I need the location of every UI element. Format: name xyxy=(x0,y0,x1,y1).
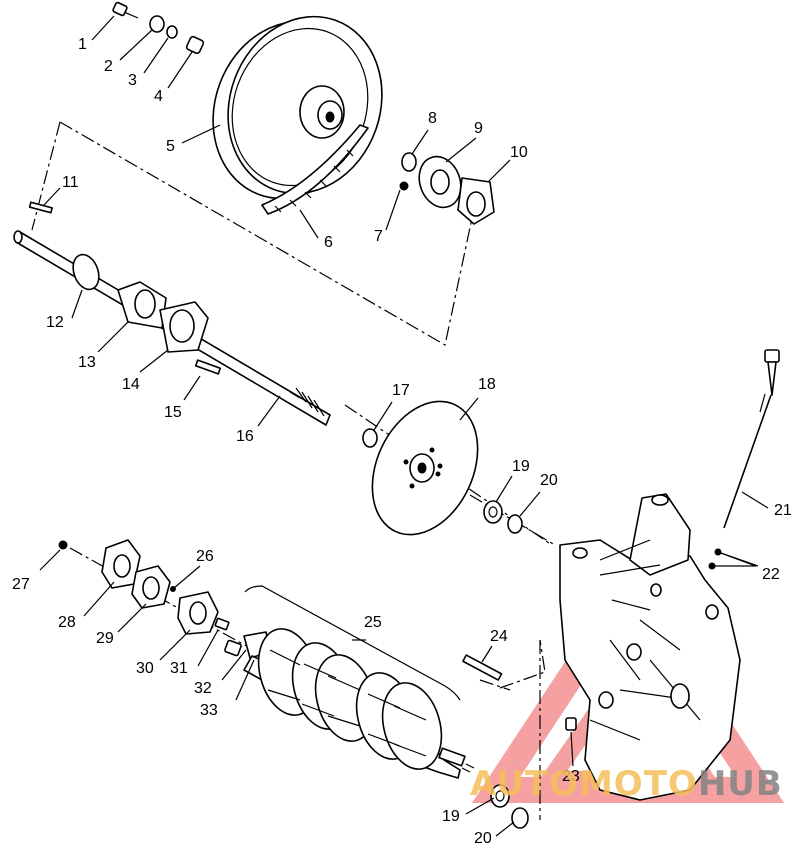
part-27-nut xyxy=(58,540,68,550)
callout-20-lower: 20 xyxy=(474,830,492,846)
part-14-bushing xyxy=(159,301,209,353)
callout-32: 32 xyxy=(194,680,212,697)
part-19-bearing-lower xyxy=(490,784,510,808)
part-23-fitting xyxy=(565,717,577,731)
part-17-snap-ring xyxy=(362,428,378,448)
callout-7: 7 xyxy=(374,228,383,245)
part-7-nut xyxy=(399,181,409,191)
part-10-flange xyxy=(457,177,495,225)
part-20-ring-lower xyxy=(511,807,529,829)
part-25-sprocket-assembly xyxy=(243,628,475,779)
callout-23: 23 xyxy=(562,768,580,785)
callout-3: 3 xyxy=(128,72,137,89)
callout-12: 12 xyxy=(46,314,64,331)
part-1-bolt xyxy=(112,1,139,19)
part-13-bearing-housing xyxy=(117,281,167,329)
callout-19-lower: 19 xyxy=(442,808,460,825)
part-9-bearing-plate xyxy=(418,155,462,209)
part-20-ring-upper xyxy=(507,514,523,534)
callout-21: 21 xyxy=(774,502,792,519)
callout-15: 15 xyxy=(164,404,182,421)
part-31-screw xyxy=(214,617,230,631)
part-29-plate xyxy=(131,565,171,609)
part-4-spacer xyxy=(185,35,205,55)
part-2-washer xyxy=(149,15,165,33)
callout-1: 1 xyxy=(78,36,87,53)
callout-8: 8 xyxy=(428,110,437,127)
callout-17: 17 xyxy=(392,382,410,399)
part-33-spacer xyxy=(224,639,242,657)
watermark-text-part2: HUB xyxy=(697,764,783,804)
callout-18: 18 xyxy=(478,376,496,393)
callout-33: 33 xyxy=(200,702,218,719)
part-30-bearing-flange xyxy=(177,591,219,635)
callout-13: 13 xyxy=(78,354,96,371)
part-3-washer xyxy=(166,25,178,39)
callout-22: 22 xyxy=(762,566,780,583)
part-12-collar xyxy=(72,253,100,291)
callout-29: 29 xyxy=(96,630,114,647)
callout-9: 9 xyxy=(474,120,483,137)
callout-25: 25 xyxy=(364,614,382,631)
callout-6: 6 xyxy=(324,234,333,251)
callout-24: 24 xyxy=(490,628,508,645)
part-11-key xyxy=(28,201,53,214)
callout-30: 30 xyxy=(136,660,154,677)
callout-16: 16 xyxy=(236,428,254,445)
callout-31: 31 xyxy=(170,660,188,677)
watermark-logo: AUTOMOTOHUB xyxy=(470,764,783,804)
callout-19-upper: 19 xyxy=(512,458,530,475)
callout-11: 11 xyxy=(62,174,79,191)
callout-2: 2 xyxy=(104,58,113,75)
callout-10: 10 xyxy=(510,144,528,161)
part-6-chain xyxy=(261,124,369,215)
callout-5: 5 xyxy=(166,138,175,155)
part-18-disc xyxy=(371,400,479,536)
callout-27: 27 xyxy=(12,576,30,593)
callout-26: 26 xyxy=(196,548,214,565)
part-8-washer xyxy=(401,152,417,172)
leader-lines xyxy=(39,15,769,837)
part-21-dipstick xyxy=(723,349,780,529)
chaincase-housing xyxy=(559,493,741,801)
part-15-bolt xyxy=(194,359,222,375)
assembly-bracket-25 xyxy=(244,585,461,701)
callout-4: 4 xyxy=(154,88,163,105)
part-24-bolt xyxy=(462,654,503,681)
callout-14: 14 xyxy=(122,376,140,393)
callout-28: 28 xyxy=(58,614,76,631)
watermark-text-part1: AUTOMOTO xyxy=(470,764,698,804)
part-19-bearing-upper xyxy=(483,500,503,524)
callout-20-upper: 20 xyxy=(540,472,558,489)
